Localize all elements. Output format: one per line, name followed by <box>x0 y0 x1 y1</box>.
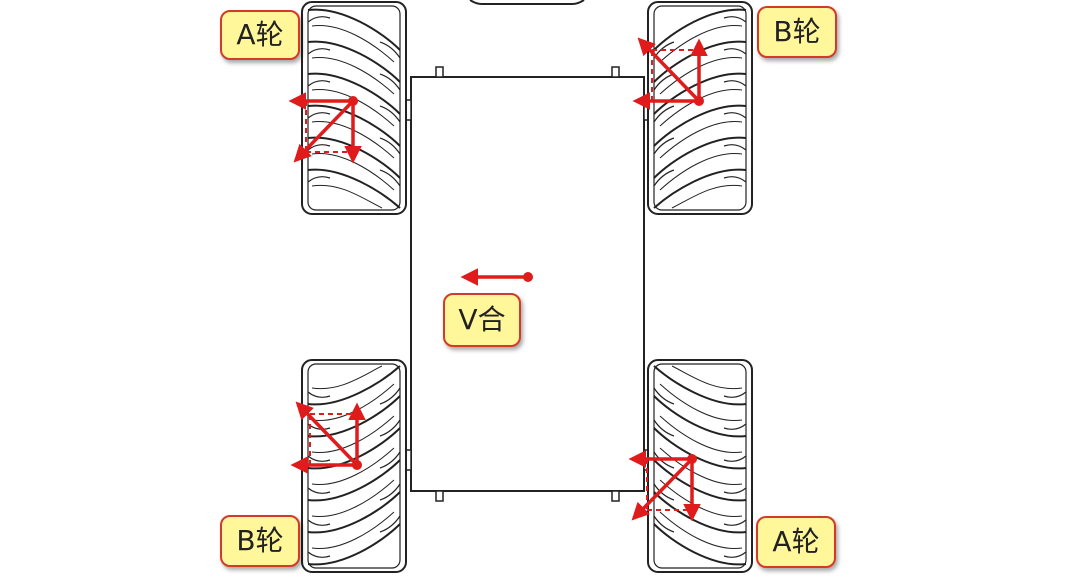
force-vectors-top-right <box>632 37 708 110</box>
wheel-label-bottom-right: A轮 <box>756 516 836 568</box>
resultant-label: V合 <box>443 293 521 347</box>
wheel-label-top-left: A轮 <box>220 10 300 60</box>
force-vectors-bottom-right <box>628 450 701 522</box>
wheel-top-right <box>647 1 753 215</box>
chassis <box>399 0 656 502</box>
force-vectors-top-left <box>288 92 362 164</box>
force-vectors-bottom-left <box>290 401 366 474</box>
wheel-bottom-right <box>647 359 753 573</box>
wheel-label-top-right: B轮 <box>757 6 837 58</box>
wheel-label-bottom-left: B轮 <box>220 515 300 567</box>
resultant-vector <box>460 268 533 286</box>
